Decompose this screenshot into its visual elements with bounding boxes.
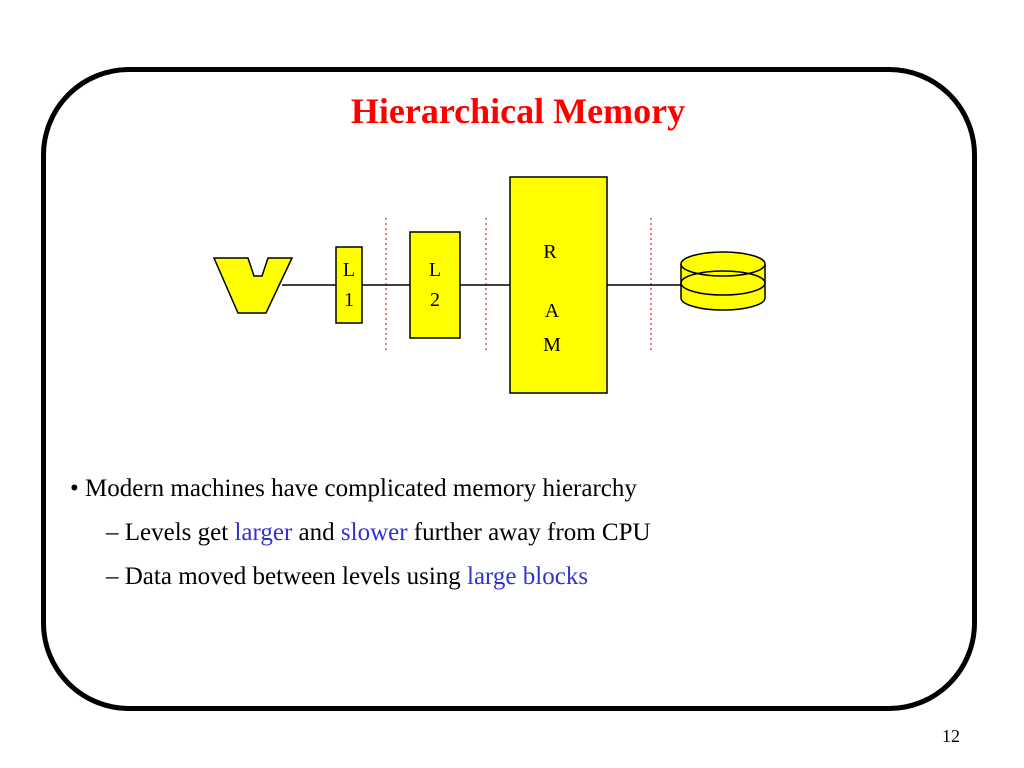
page-number: 12 <box>942 726 960 746</box>
highlight-larger: larger <box>234 519 293 546</box>
sub-bullet-marker: – <box>106 519 119 546</box>
l2-label-line2: 2 <box>430 289 440 311</box>
ram-label-line1: R <box>543 241 557 263</box>
sub-bullet-marker: – <box>106 563 119 590</box>
sub-bullet-text-post: further away from CPU <box>407 519 651 546</box>
sub-bullet-item-1: – Levels get larger and slower further a… <box>106 518 651 548</box>
cpu-v-shape-icon <box>212 257 294 314</box>
l1-label-line1: L <box>343 259 355 281</box>
bullet-text: Modern machines have complicated memory … <box>85 475 637 502</box>
ram-label-line2: A <box>545 300 560 322</box>
l2-cache-box <box>409 231 461 339</box>
bullet-marker: • <box>70 475 79 502</box>
l2-label-line1: L <box>429 259 441 281</box>
ram-label-line3: M <box>543 334 561 356</box>
bullet-item-1: • Modern machines have complicated memor… <box>70 474 637 504</box>
sub-bullet-text-mid: and <box>292 519 341 546</box>
slide-title: Hierarchical Memory <box>350 91 686 131</box>
sub-bullet-text-pre: Levels get <box>124 519 235 546</box>
highlight-slower: slower <box>340 519 408 546</box>
l1-cache-box <box>335 246 363 324</box>
highlight-large-blocks: large blocks <box>467 563 589 590</box>
slide-frame <box>41 67 977 711</box>
sub-bullet-text-pre: Data moved between levels using <box>124 563 468 590</box>
disk-cylinder-icon <box>680 251 766 311</box>
l1-label-line2: 1 <box>344 289 354 311</box>
ram-box <box>509 176 608 394</box>
sub-bullet-item-2: – Data moved between levels using large … <box>106 562 588 592</box>
